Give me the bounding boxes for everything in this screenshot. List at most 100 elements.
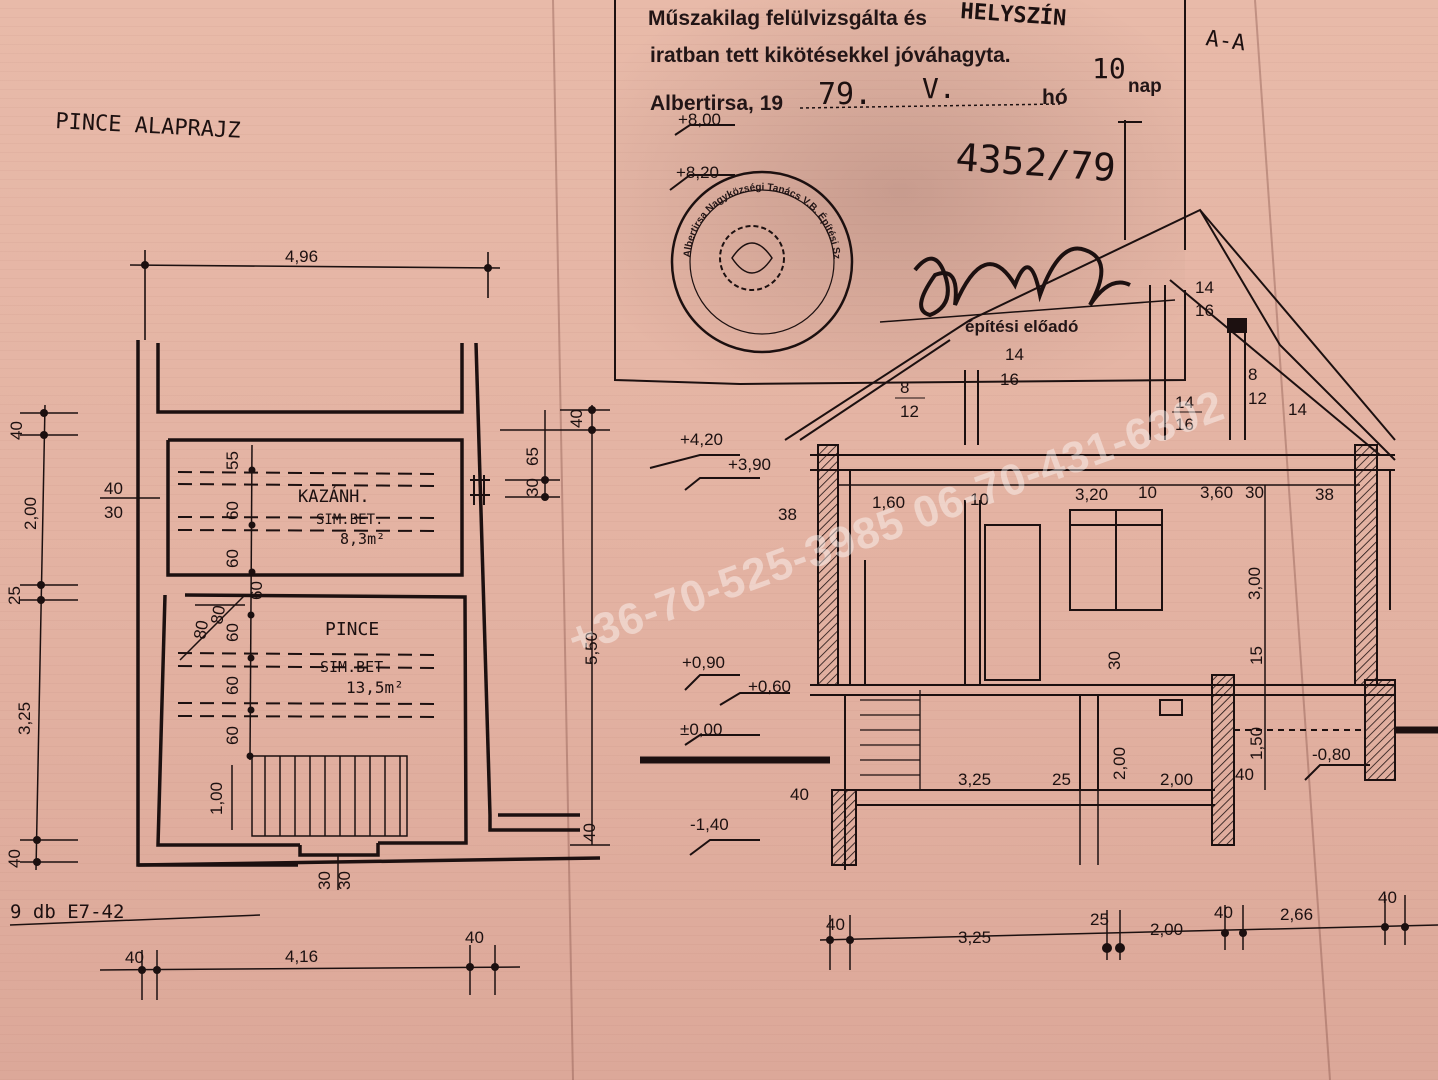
stair-bottom-1: 30 xyxy=(315,871,334,890)
roof-mark-7: 14 xyxy=(1175,393,1194,412)
stair-marks xyxy=(246,466,256,760)
dim-left-3: 25 xyxy=(5,586,24,605)
dim-bottom-width: 4,16 xyxy=(285,947,318,966)
roof-mark-3: 14 xyxy=(1005,345,1024,364)
level-markers xyxy=(649,124,1370,856)
dim-left-5: 40 xyxy=(5,849,24,868)
dim-left-1: 40 xyxy=(7,421,26,440)
room-cellar-area: 13,5m² xyxy=(346,678,404,697)
dim-right-small-2: 65 xyxy=(523,447,542,466)
room-boiler-name: KAZÁNH. xyxy=(298,485,370,507)
door-swing xyxy=(179,594,246,661)
section-stairs xyxy=(860,690,921,790)
stair-mark-3: 60 xyxy=(223,549,242,568)
floor-dim-8: 38 xyxy=(1315,485,1334,504)
roof-mark-8: 16 xyxy=(1175,415,1194,434)
dim-top-width-label: 4,96 xyxy=(285,247,318,266)
dim-right-small-3: 30 xyxy=(523,478,542,497)
level-8: -1,40 xyxy=(690,815,729,834)
level-4: +3,90 xyxy=(728,455,771,474)
signature xyxy=(913,246,1131,318)
dim-left-2: 2,00 xyxy=(21,497,40,530)
basement-dim-2: 3,25 xyxy=(958,770,991,789)
level-6: +0,60 xyxy=(748,677,791,696)
dim-left-4: 3,25 xyxy=(15,702,34,735)
floor-dim-5: 10 xyxy=(1138,483,1157,502)
door-mark-2: 80 xyxy=(207,604,229,626)
stamp-nap: nap xyxy=(1128,76,1162,97)
basement-dim-1: 40 xyxy=(790,785,809,804)
section-walls xyxy=(810,444,1396,870)
level-3: +4,20 xyxy=(680,430,723,449)
section-title: A-A xyxy=(1204,26,1247,56)
plan-walls xyxy=(136,340,601,867)
bottom-dim-1: 40 xyxy=(826,915,845,934)
level-1: +8,00 xyxy=(678,110,721,129)
floor-dim-7: 30 xyxy=(1245,483,1264,502)
height-2: 15 xyxy=(1247,646,1266,665)
dim-right-small-1: 40 xyxy=(567,409,586,428)
stamp-year: 79. xyxy=(818,77,872,112)
height-5: 30 xyxy=(1105,651,1124,670)
roof-mark-6: 16 xyxy=(1195,301,1214,320)
stair-mark-2: 60 xyxy=(223,501,242,520)
roof-mark-5: 14 xyxy=(1195,278,1214,297)
window-mark xyxy=(470,475,490,505)
wall-left-top: 40 xyxy=(104,479,123,498)
height-4: 2,00 xyxy=(1110,747,1129,780)
room-cellar-name: PINCE xyxy=(325,619,379,640)
basement-dim-5: 40 xyxy=(1235,765,1254,784)
roof-mark-1: 8 xyxy=(900,378,909,397)
dim-right-height: 5,50 xyxy=(582,632,601,665)
stairs xyxy=(231,755,408,837)
roof-mark-11: 14 xyxy=(1288,400,1307,419)
stair-bottom-2: 30 xyxy=(335,871,354,890)
signature-role: építési előadó xyxy=(965,317,1078,336)
bottom-dim-4: 2,00 xyxy=(1150,920,1183,939)
fold-lines xyxy=(552,0,1331,1080)
room-cellar-material: SIM.BET xyxy=(320,658,383,676)
bottom-dim-7: 40 xyxy=(1378,888,1397,907)
approval-stamp: Műszakilag felülvizsgálta és HELYSZÍN ir… xyxy=(0,0,1247,386)
stair-mark-5: 60 xyxy=(223,676,242,695)
level-9: -0,80 xyxy=(1312,745,1351,764)
floor-dim-2: 1,60 xyxy=(872,493,905,512)
room-boiler-area: 8,3m² xyxy=(340,530,385,548)
dim-bottom-section xyxy=(819,895,1438,970)
roof-mark-10: 12 xyxy=(1248,389,1267,408)
room-boiler-material: SIM.BET. xyxy=(316,512,383,528)
basement-dim-3: 25 xyxy=(1052,770,1071,789)
dim-left-stack xyxy=(20,404,78,871)
plan-title: PINCE ALAPRAJZ xyxy=(55,109,241,144)
stair-mark-6: 60 xyxy=(223,726,242,745)
roof xyxy=(784,208,1396,461)
dim-bottom-left: 40 xyxy=(125,948,144,967)
lintel-note: 9 db E7-42 xyxy=(10,901,124,923)
roof-mark-2: 12 xyxy=(900,402,919,421)
stair-mark-7: 60 xyxy=(247,581,266,600)
dim-bottom-right: 40 xyxy=(465,928,484,947)
height-3: 1,50 xyxy=(1247,727,1266,760)
wall-left-bottom: 30 xyxy=(104,503,123,522)
stair-height: 1,00 xyxy=(207,782,226,815)
bottom-dim-5: 40 xyxy=(1214,903,1233,922)
basement-dim-4: 2,00 xyxy=(1160,770,1193,789)
stamp-month: V. xyxy=(922,72,956,105)
bottom-dim-6: 2,66 xyxy=(1280,905,1313,924)
phone-watermark: +36-70-525-3985 06-70-431-6302 xyxy=(562,381,1231,664)
stamp-line-3: Albertirsa, 19 xyxy=(650,92,783,115)
level-5: +0,90 xyxy=(682,653,725,672)
floor-dim-1: 38 xyxy=(778,505,797,524)
bottom-dim-2: 3,25 xyxy=(958,928,991,947)
section-a-a: 8 12 14 16 14 16 14 16 8 12 14 xyxy=(640,110,1438,970)
level-2: +8,20 xyxy=(676,163,719,182)
roof-mark-9: 8 xyxy=(1248,365,1257,384)
door-mark-1: 80 xyxy=(190,619,212,641)
level-7: ±0,00 xyxy=(680,720,722,739)
floor-dim-3: 10 xyxy=(970,490,989,509)
stair-mark-1: 55 xyxy=(223,451,242,470)
dim-right-stack xyxy=(500,405,610,846)
bottom-dim-3: 25 xyxy=(1090,910,1109,929)
